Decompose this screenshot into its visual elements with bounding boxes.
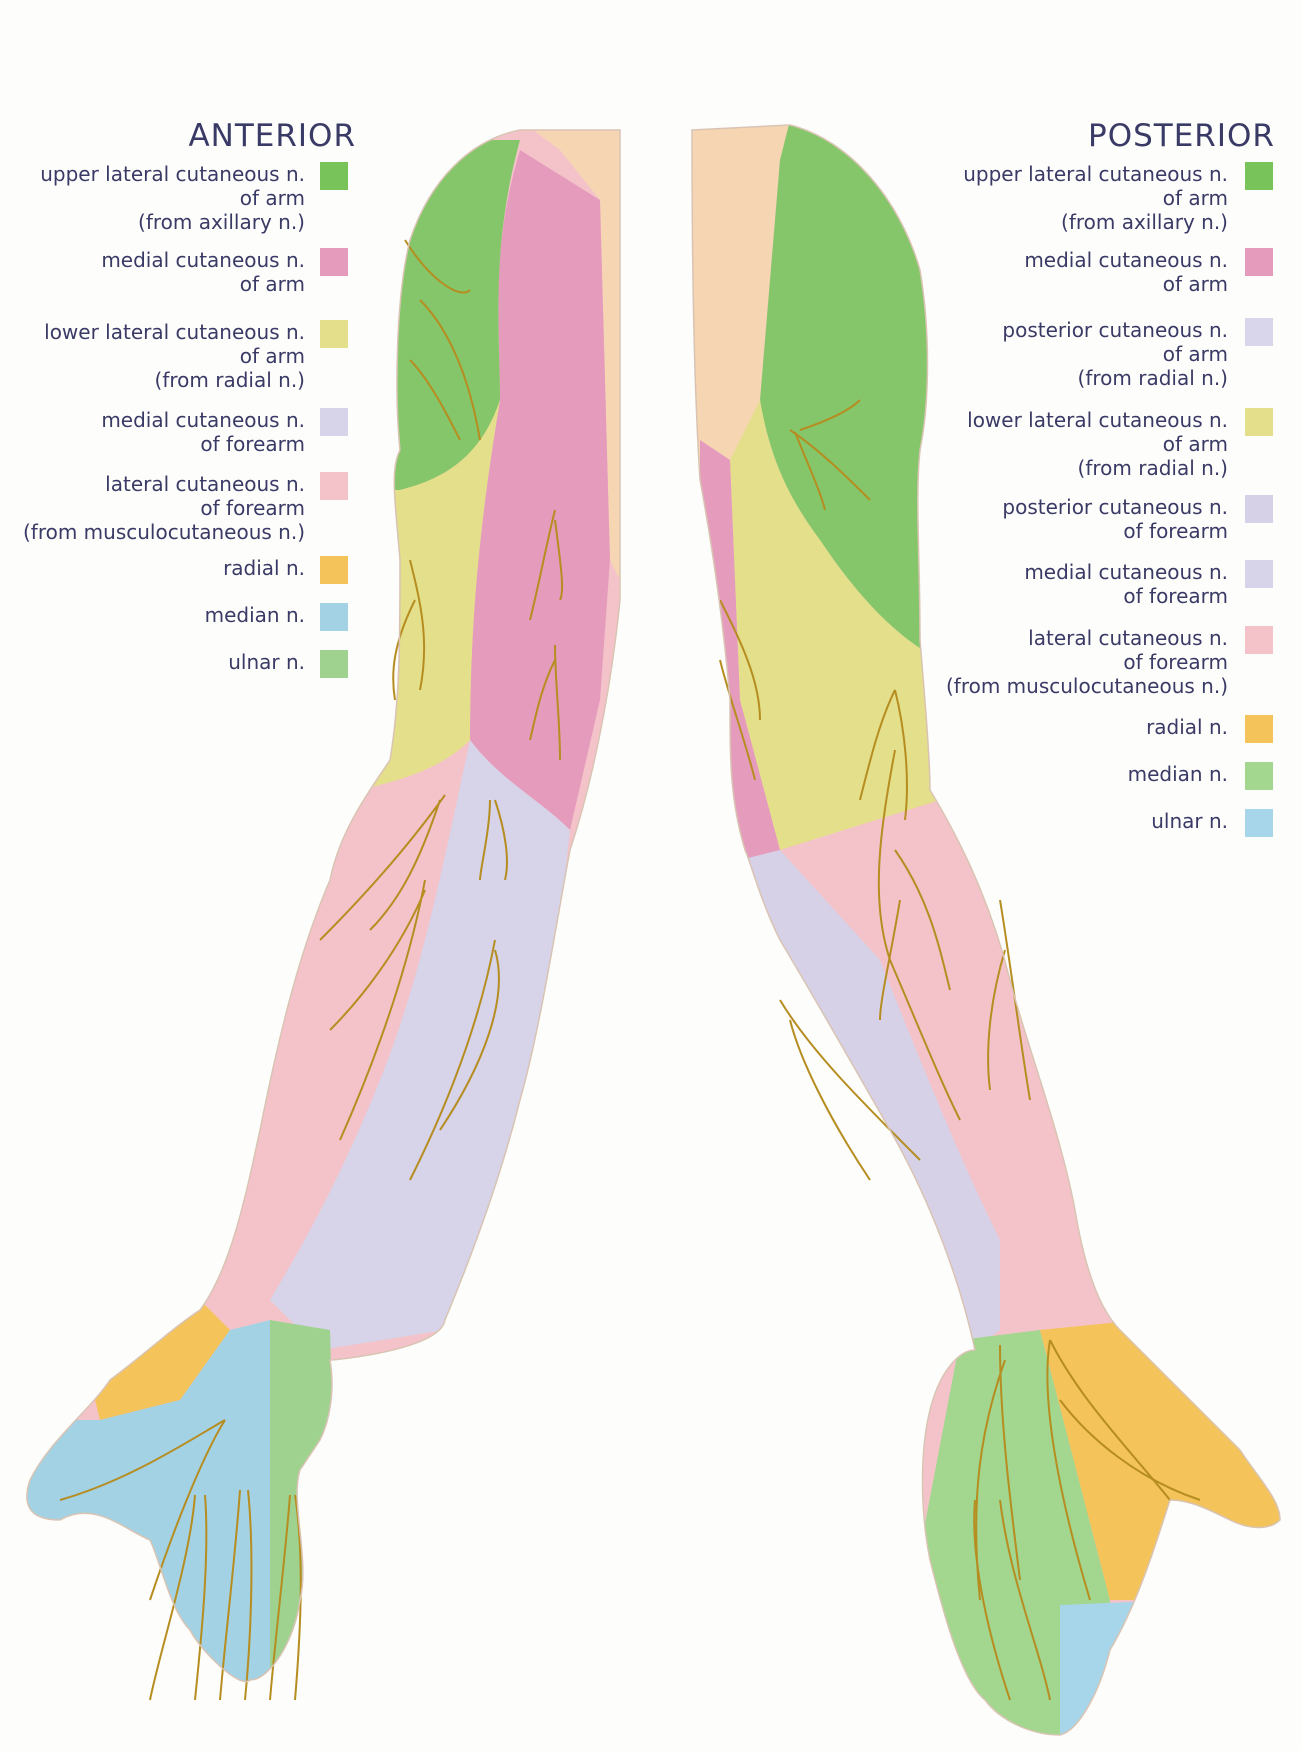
anterior-arm xyxy=(0,100,700,1751)
posterior-title: POSTERIOR xyxy=(1088,118,1275,154)
anterior-title: ANTERIOR xyxy=(188,118,356,154)
anterior-ulnar-hand-region xyxy=(270,1320,340,1700)
posterior-ulnar-hand-region xyxy=(1060,1600,1180,1740)
